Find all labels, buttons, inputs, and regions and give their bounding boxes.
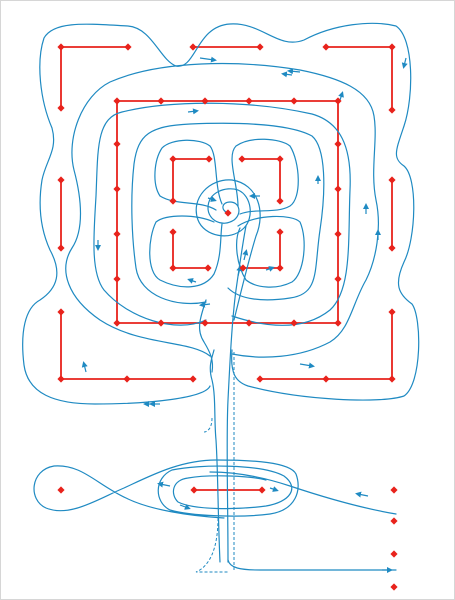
dashed-stem-lines: [195, 352, 235, 573]
direction-arrow: [287, 68, 301, 75]
diamond-node: [245, 97, 253, 105]
direction-arrow: [81, 361, 88, 373]
diamond-node: [388, 176, 396, 184]
direction-arrow: [242, 249, 249, 261]
direction-arrow: [187, 108, 199, 115]
direction-arrow: [199, 56, 217, 63]
diamond-node: [113, 97, 121, 105]
red-diamond-nodes: [57, 43, 398, 591]
direction-arrow: [401, 57, 408, 69]
direction-arrow: [269, 486, 279, 492]
diamond-node: [57, 43, 65, 51]
diamond-node: [388, 375, 396, 383]
diamond-node: [390, 486, 398, 494]
direction-arrow: [299, 362, 315, 369]
diamond-node: [57, 375, 65, 383]
diamond-node: [334, 140, 342, 148]
diamond-node: [238, 155, 246, 163]
blue-path-center-spiral: [195, 179, 261, 321]
diamond-node: [224, 209, 232, 217]
diamond-node: [189, 43, 197, 51]
diamond-node: [245, 319, 253, 327]
dashed-line-short: [203, 417, 213, 433]
diamond-node: [334, 97, 342, 105]
blue-path-leaf-left: [33, 459, 299, 519]
direction-arrow: [236, 265, 243, 277]
diamond-node: [124, 43, 132, 51]
diamond-node: [157, 97, 165, 105]
diamond-node: [276, 155, 284, 163]
direction-arrow: [281, 71, 293, 78]
diamond-node: [205, 155, 213, 163]
diamond-node: [169, 197, 177, 205]
direction-arrows: [81, 56, 408, 573]
diamond-node: [113, 319, 121, 327]
diamond-node: [388, 43, 396, 51]
direction-arrow: [338, 91, 344, 101]
diamond-node: [113, 185, 121, 193]
diamond-node: [123, 375, 131, 383]
diamond-node: [334, 230, 342, 238]
direction-arrow: [187, 278, 197, 284]
diamond-node: [334, 185, 342, 193]
diamond-node: [57, 176, 65, 184]
diamond-node: [256, 43, 264, 51]
direction-arrow: [265, 266, 275, 272]
direction-arrow: [199, 301, 211, 308]
blue-path-petal-lower-left: [149, 215, 223, 288]
direction-arrow: [179, 504, 191, 510]
diamond-node: [190, 486, 198, 494]
diamond-node: [276, 228, 284, 236]
diamond-node: [388, 308, 396, 316]
blue-path-third-loop: [93, 102, 351, 326]
blue-path-second-loop: [65, 62, 379, 358]
diamond-node: [189, 375, 197, 383]
blue-path-leaf-right: [209, 471, 397, 515]
diamond-node: [290, 97, 298, 105]
diamond-node: [290, 319, 298, 327]
diamond-node: [239, 264, 247, 272]
diamond-node: [334, 275, 342, 283]
direction-arrow: [157, 481, 171, 488]
diamond-node: [157, 319, 165, 327]
diamond-node: [390, 583, 398, 591]
dashed-line-curve: [195, 517, 228, 573]
diamond-node: [390, 550, 398, 558]
diamond-node: [388, 244, 396, 252]
blue-path-base-line: [227, 559, 397, 571]
diamond-node: [57, 486, 65, 494]
diamond-node: [322, 375, 330, 383]
direction-arrow: [355, 491, 369, 498]
blue-path-fourth-loop: [131, 122, 325, 305]
diamond-node: [204, 264, 212, 272]
blue-path-stem: [226, 225, 247, 563]
diamond-node: [113, 230, 121, 238]
diamond-node: [201, 97, 209, 105]
diamond-node: [169, 228, 177, 236]
blue-path-lower-petal-return: [198, 299, 214, 373]
diamond-node: [334, 319, 342, 327]
diamond-node: [57, 104, 65, 112]
blue-path-petal-upper-right: [231, 138, 299, 215]
blue-path-stem-left: [209, 349, 221, 563]
blue-path-outer-loop: [22, 22, 420, 405]
diamond-node: [388, 106, 396, 114]
diamond-node: [57, 308, 65, 316]
diamond-node: [258, 486, 266, 494]
blue-route-paths: [22, 22, 420, 571]
diamond-node: [276, 197, 284, 205]
diamond-node: [322, 43, 330, 51]
diamond-node: [113, 275, 121, 283]
diamond-node: [390, 517, 398, 525]
diamond-node: [113, 140, 121, 148]
diamond-node: [256, 375, 264, 383]
diamond-node: [201, 319, 209, 327]
diamond-node: [276, 264, 284, 272]
diamond-node: [57, 244, 65, 252]
direction-arrow: [207, 196, 217, 202]
diamond-node: [169, 155, 177, 163]
diamond-node: [169, 264, 177, 272]
